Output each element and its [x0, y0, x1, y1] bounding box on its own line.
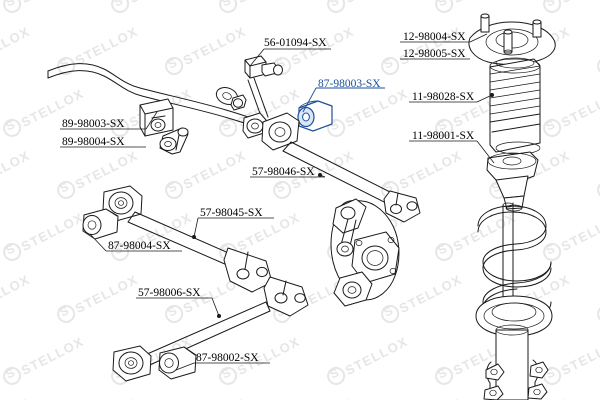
lateral-arm-lower [112, 276, 309, 382]
part-label-strut-mount: 12-98004-SX [403, 31, 466, 43]
part-label-dust-boot: 11-98028-SX [412, 91, 475, 103]
stabilizer-bracket [159, 127, 189, 155]
trailing-arm [102, 185, 273, 293]
lower-arm-bushing [158, 346, 197, 380]
part-label-stabilizer-bushing: 89-98003-SX [62, 118, 125, 130]
stabilizer-bushing [139, 98, 174, 137]
part-label-lateral-arm-lower: 57-98006-SX [138, 287, 201, 299]
part-label-strut-mount-bearing: 12-98005-SX [403, 48, 466, 60]
part-label-lateral-arm-upper: 57-98046-SX [252, 166, 315, 178]
strut-mount [468, 13, 556, 65]
part-label-control-arm-bushing: 87-98003-SX [318, 78, 381, 90]
lateral-arm-upper [261, 112, 421, 223]
control-arm-bushing-highlighted [297, 100, 333, 132]
part-label-lower-arm-bushing: 87-98002-SX [196, 352, 259, 364]
part-label-bump-stop: 11-98001-SX [412, 130, 475, 142]
part-label-trailing-arm-bushing: 87-98004-SX [108, 240, 171, 252]
trailing-arm-bushing [82, 208, 119, 240]
coil-spring-and-shock [475, 202, 553, 400]
part-label-stabilizer-link: 56-01094-SX [264, 37, 327, 49]
wheel-knuckle [330, 198, 400, 307]
stabilizer-link [230, 55, 283, 139]
part-label-trailing-arm: 57-98045-SX [200, 207, 263, 219]
part-label-stabilizer-bushing-alt: 89-98004-SX [62, 136, 125, 148]
leader-lines [60, 33, 495, 371]
